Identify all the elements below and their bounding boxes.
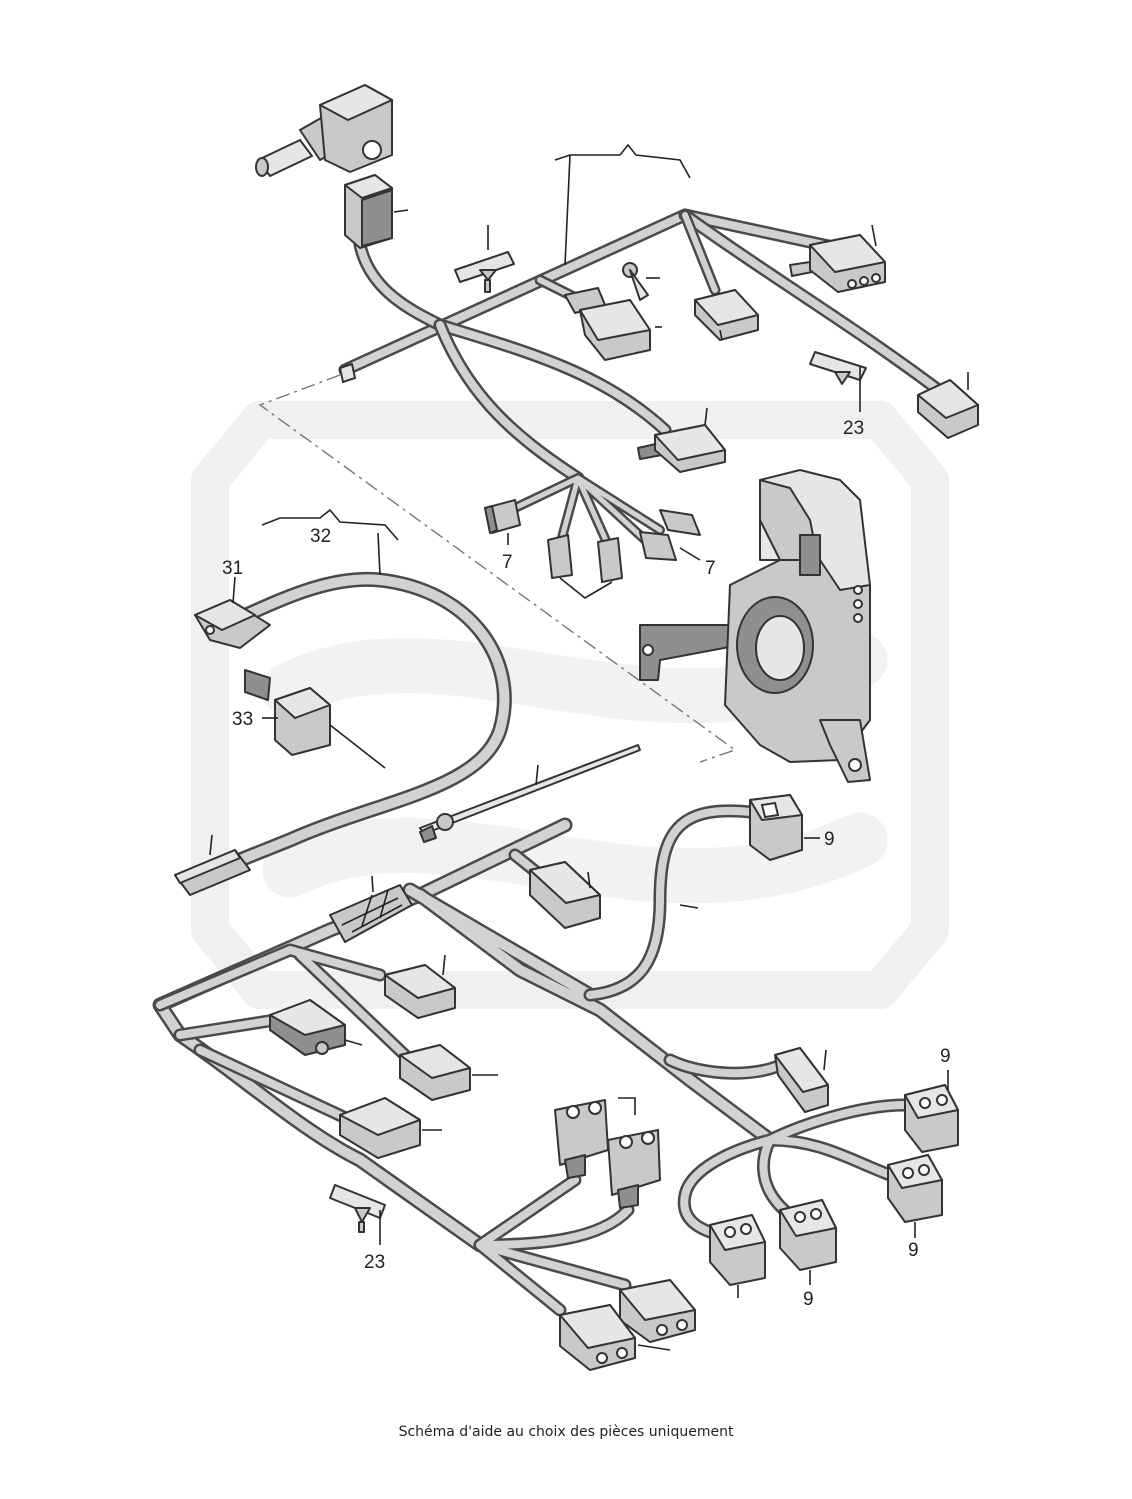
connector-7-right-b — [639, 531, 677, 561]
airbag-connector-d — [559, 1304, 671, 1371]
leader-31 — [232, 576, 236, 604]
callout-33: 33 — [232, 709, 253, 730]
connector-lower-a — [384, 954, 456, 1019]
connector-9-right-b — [887, 1154, 943, 1238]
connector-lower-c — [399, 1044, 498, 1101]
upper-harness — [255, 84, 979, 599]
leader-7 — [507, 533, 701, 599]
callout-9-bottom: 9 — [803, 1289, 814, 1310]
wire-clip-b — [809, 351, 867, 412]
airbag-connector-a — [554, 1099, 609, 1179]
callout-31: 31 — [222, 558, 243, 579]
ignition-switch — [255, 84, 393, 177]
callout-7-right: 7 — [705, 558, 716, 579]
connector-31 — [194, 599, 271, 649]
airbag-connector-b — [607, 1097, 661, 1209]
connector-7-mid-b — [597, 537, 623, 583]
wire-clip-a — [454, 225, 515, 293]
leader-top-bracket — [554, 143, 691, 266]
connector-7-left — [484, 499, 521, 534]
connector-lower-b — [269, 999, 363, 1056]
ground-screw — [622, 262, 660, 301]
leader-32 — [261, 508, 399, 576]
callout-9-right-top: 9 — [940, 1046, 951, 1067]
connector-7-right-a — [659, 509, 701, 536]
connector-7-mid-a — [547, 534, 573, 579]
inline-connector-a — [529, 861, 601, 929]
connector-9-right-a — [904, 1070, 959, 1153]
wire-clip-c — [329, 1184, 386, 1245]
connector-9-top — [679, 794, 820, 909]
callout-32: 32 — [310, 526, 331, 547]
connector-lower-d — [339, 1097, 442, 1159]
callout-9-top: 9 — [824, 829, 835, 850]
connector-33 — [244, 669, 386, 769]
connector-9-bottom-b — [779, 1199, 837, 1285]
corrugated-sleeve — [329, 875, 413, 943]
airbag-connector-c — [619, 1279, 696, 1343]
callout-23-upper: 23 — [843, 418, 864, 439]
lower-harness-wires — [152, 804, 912, 1317]
diagram-caption: Schéma d'aide au choix des pièces unique… — [398, 1424, 734, 1440]
assembly-guide-line — [258, 374, 737, 763]
switch-connector — [344, 174, 409, 249]
relay-connector — [564, 287, 662, 361]
loop-harness — [174, 508, 512, 896]
end-connector-left — [174, 834, 251, 896]
inline-connector-b — [774, 1047, 829, 1113]
callout-23-lower: 23 — [364, 1252, 385, 1273]
multi-pin-connector-a — [694, 289, 759, 341]
callout-9-right-bottom: 9 — [908, 1240, 919, 1261]
callout-7-left: 7 — [502, 552, 513, 573]
cable-tie — [419, 744, 641, 843]
flat-connector — [637, 407, 726, 473]
connector-9-bottom-a — [709, 1214, 766, 1298]
round-pin-connector — [789, 224, 886, 293]
right-end-connector — [917, 372, 979, 439]
steering-angle-sensor-bracket — [639, 469, 871, 783]
